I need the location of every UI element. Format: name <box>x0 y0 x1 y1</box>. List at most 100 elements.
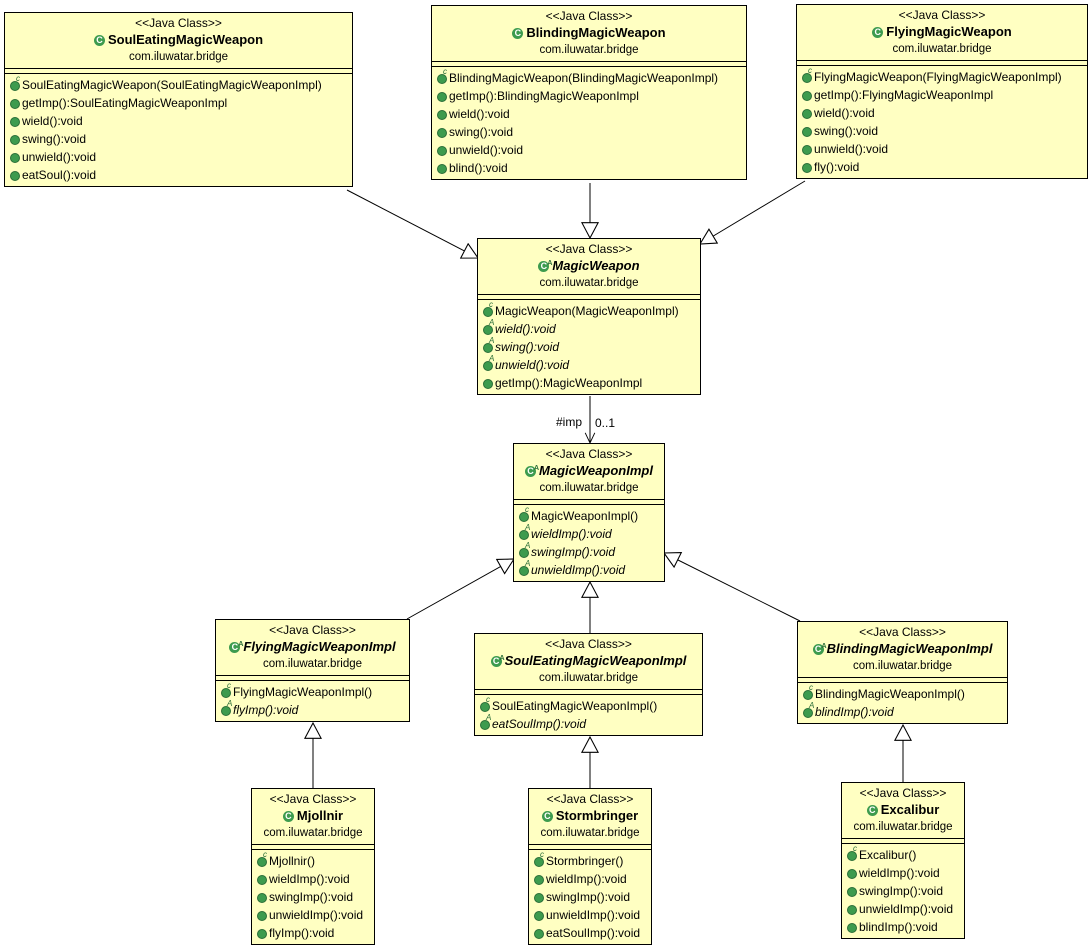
member-method[interactable]: unwieldImp():void <box>847 900 960 918</box>
member-method[interactable]: unwieldImp():void <box>257 906 370 924</box>
method-icon <box>480 702 490 712</box>
member-method[interactable]: eatSoul():void <box>10 166 348 184</box>
generalization-flying-magic-weapon-impl-to-magic-weapon-impl <box>406 558 516 620</box>
member-method[interactable]: swing():void <box>10 130 348 148</box>
method-icon <box>519 512 529 522</box>
member-method[interactable]: blindImp():void <box>847 918 960 936</box>
method-icon <box>483 307 493 317</box>
method-icon <box>534 875 544 885</box>
member-signature: flyImp():void <box>269 926 335 940</box>
member-method[interactable]: swingImp():void <box>257 888 370 906</box>
member-signature: blindImp():void <box>815 705 894 719</box>
member-method[interactable]: unwieldImp():void <box>534 906 647 924</box>
method-icon <box>483 325 493 335</box>
member-method[interactable]: getImp():FlyingMagicWeaponImpl <box>802 86 1083 104</box>
member-method[interactable]: swingImp():void <box>847 882 960 900</box>
method-icon <box>257 893 267 903</box>
constructor-marker-icon: c <box>809 683 813 692</box>
stereotype-label: <<Java Class>> <box>269 792 357 806</box>
member-method[interactable]: wieldImp():void <box>534 870 647 888</box>
member-method[interactable]: flyImp():void <box>257 924 370 942</box>
method-icon <box>847 869 857 879</box>
attributes-compartment <box>798 678 1007 683</box>
member-method[interactable]: getImp():BlindingMagicWeaponImpl <box>437 87 742 105</box>
method-icon <box>257 929 267 939</box>
member-signature: swing():void <box>449 125 514 139</box>
method-icon <box>10 153 20 163</box>
member-method[interactable]: swingImp():void <box>534 888 647 906</box>
package-name: com.iluwatar.bridge <box>539 482 639 494</box>
member-method[interactable]: unwield():void <box>10 148 348 166</box>
method-icon <box>483 343 493 353</box>
member-method[interactable]: eatSoulImp():void <box>534 924 647 942</box>
package-name: com.iluwatar.bridge <box>852 660 953 672</box>
member-method[interactable]: swing():void <box>802 122 1083 140</box>
member-method[interactable]: wieldImp():void <box>257 870 370 888</box>
constructor-marker-icon: c <box>489 300 493 309</box>
method-icon <box>437 74 447 84</box>
member-signature: wield():void <box>814 106 875 120</box>
member-method[interactable]: fly():void <box>802 158 1083 176</box>
member-method[interactable]: blind():void <box>437 159 742 177</box>
class-name-text: Stormbringer <box>555 808 639 823</box>
member-signature: SoulEatingMagicWeapon(SoulEatingMagicWea… <box>22 78 322 92</box>
member-method[interactable]: wieldImp():void <box>847 864 960 882</box>
member-method[interactable]: swing():void <box>437 123 742 141</box>
member-signature: Mjollnir() <box>269 854 315 868</box>
attributes-compartment <box>216 676 409 681</box>
member-method[interactable]: getImp():MagicWeaponImpl <box>483 374 696 392</box>
attributes-compartment <box>842 839 964 844</box>
member-method[interactable]: wield():void <box>10 112 348 130</box>
member-method[interactable]: wield():void <box>802 104 1083 122</box>
member-method[interactable]: getImp():SoulEatingMagicWeaponImpl <box>10 94 348 112</box>
member-signature: BlindingMagicWeapon(BlindingMagicWeaponI… <box>449 71 719 85</box>
attributes-compartment <box>797 61 1087 66</box>
member-signature: swingImp():void <box>531 545 616 559</box>
member-method[interactable]: wield():void <box>437 105 742 123</box>
member-method[interactable]: unwield():void <box>802 140 1083 158</box>
member-method[interactable]: unwield():void <box>437 141 742 159</box>
stereotype-label: <<Java Class>> <box>898 8 986 22</box>
abstract-marker-icon: A <box>525 523 531 532</box>
